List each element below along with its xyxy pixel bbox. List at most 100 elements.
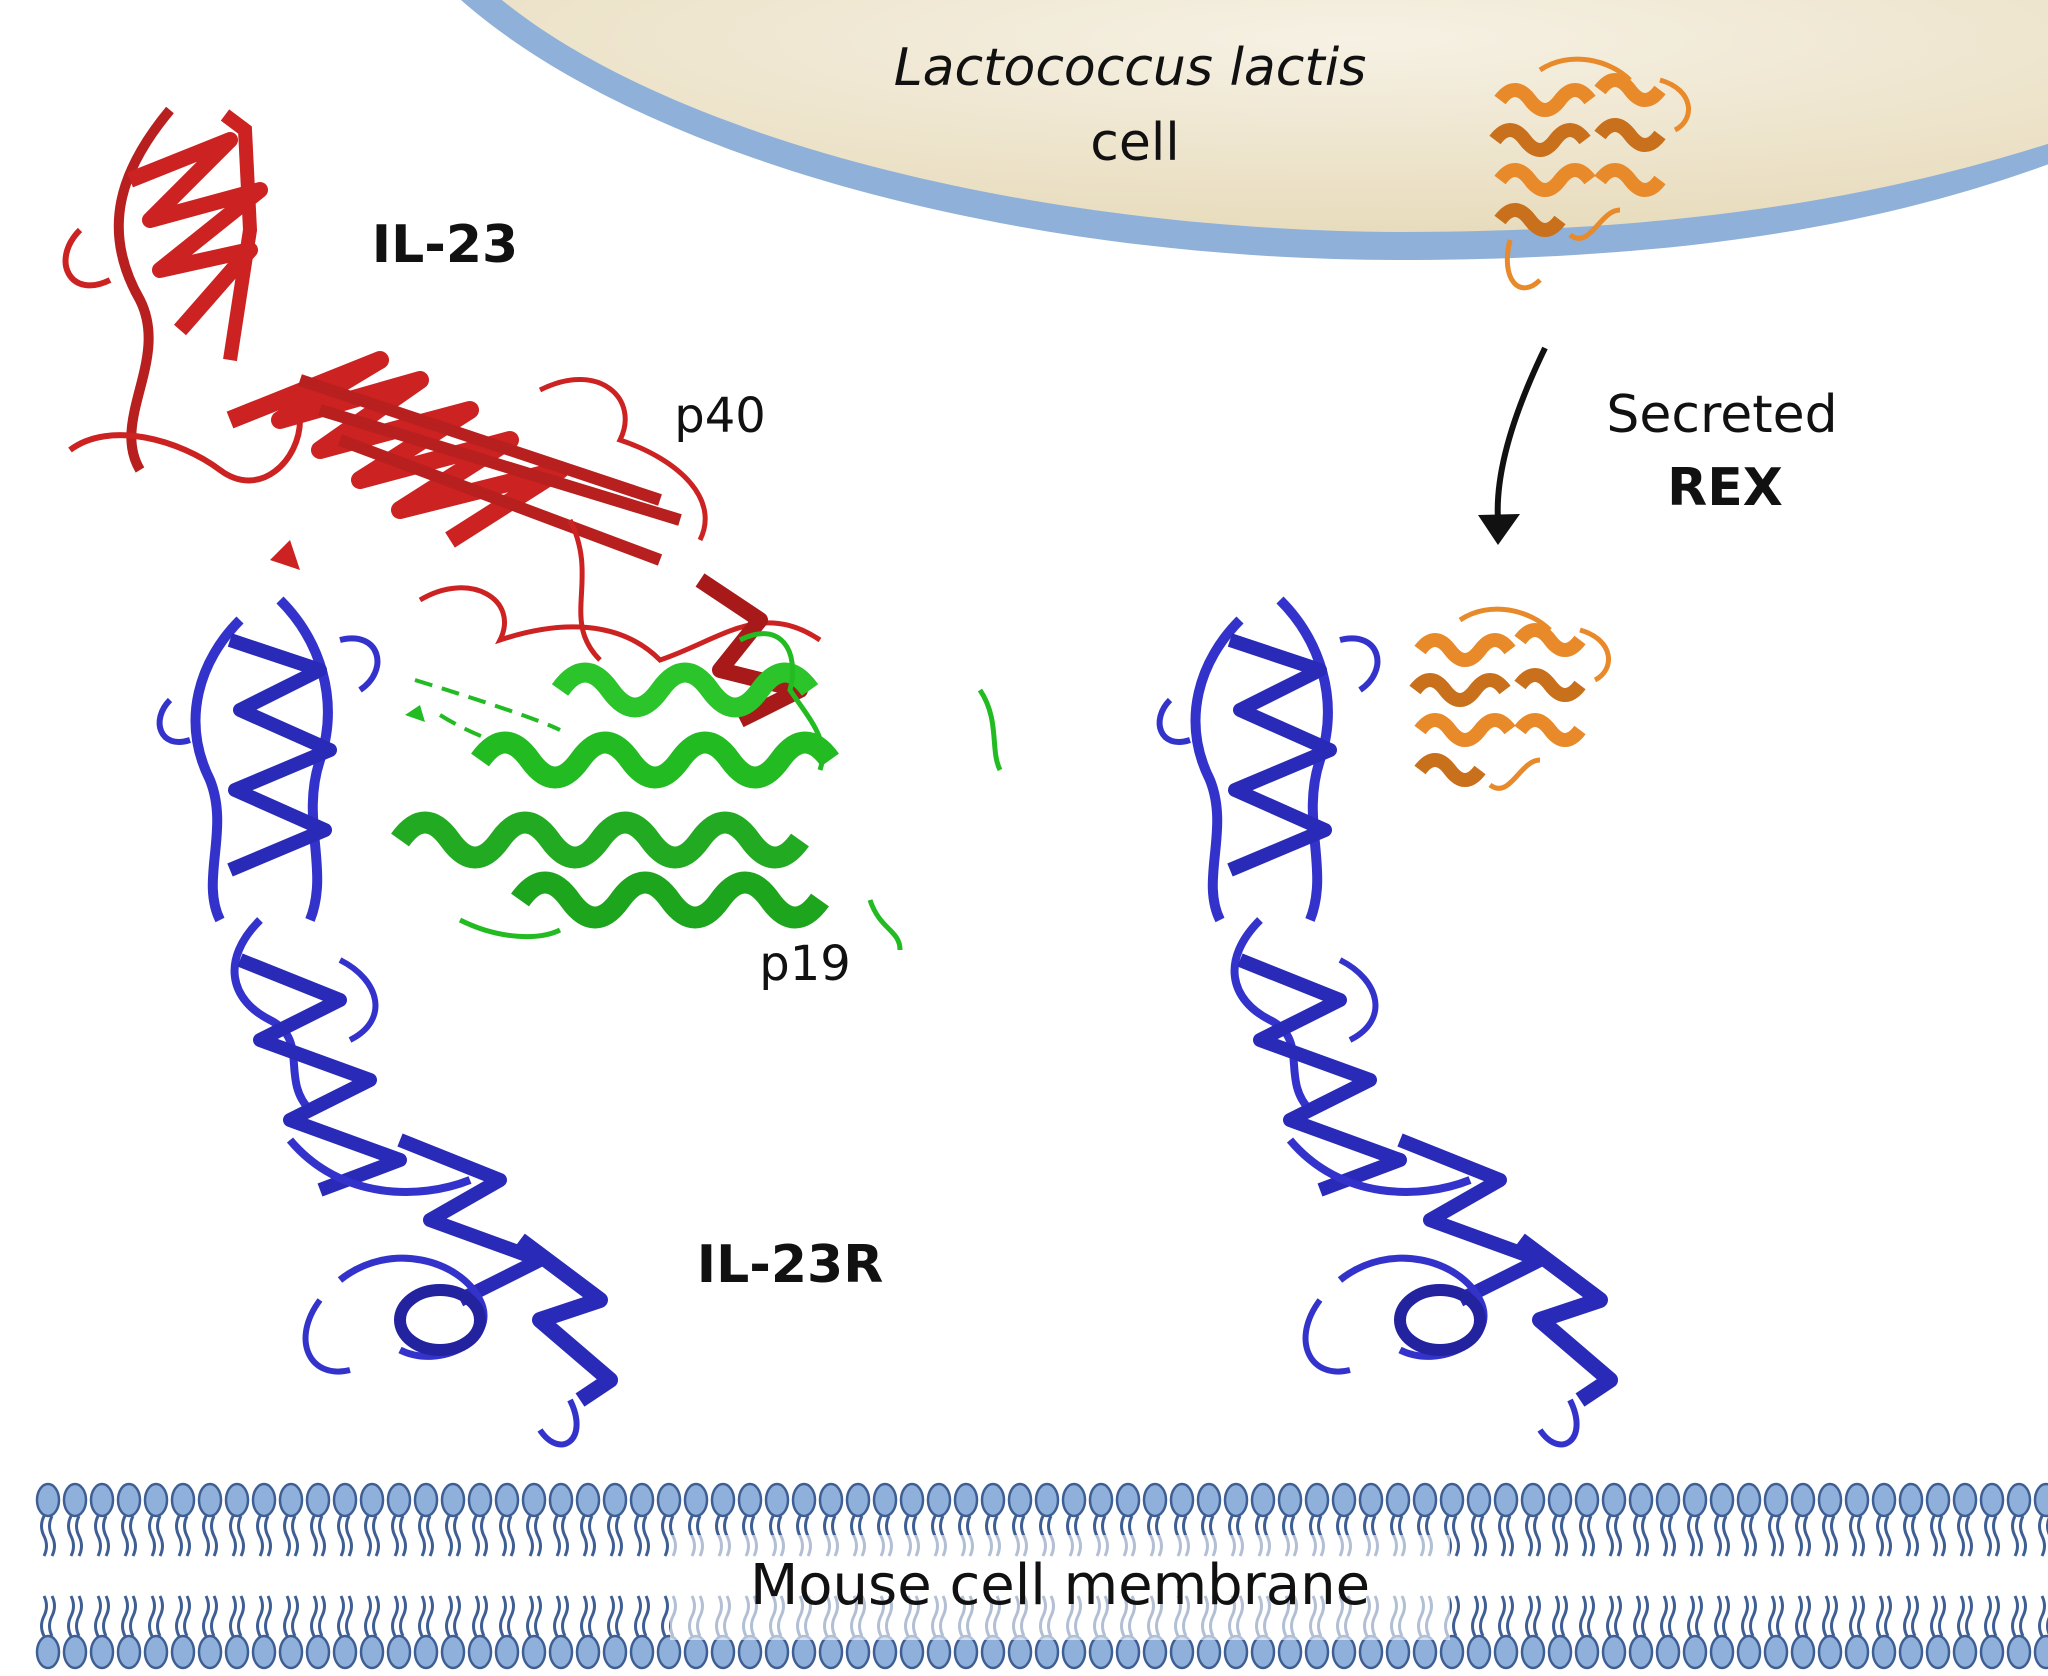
lipid-head-outer: [413, 1482, 439, 1558]
lipid-head-outer: [2033, 1482, 2048, 1558]
rex-structure-icon: [1495, 59, 1689, 291]
lipid-head-outer: [143, 1482, 169, 1558]
lipid-head-outer: [278, 1482, 304, 1558]
lipid-head-inner: [116, 1594, 142, 1670]
lipid-head-outer: [170, 1482, 196, 1558]
lipid-head-outer: [575, 1482, 601, 1558]
lipid-head-outer: [197, 1482, 223, 1558]
lipid-head-outer: [1979, 1482, 2005, 1558]
lipid-head-inner: [1979, 1594, 2005, 1670]
lipid-head-inner: [1790, 1594, 1816, 1670]
lipid-head-inner: [521, 1594, 547, 1670]
lipid-head-inner: [629, 1594, 655, 1670]
lipid-head-inner: [224, 1594, 250, 1670]
lipid-head-inner: [62, 1594, 88, 1670]
lipid-head-outer: [359, 1482, 385, 1558]
lipid-head-outer: [602, 1482, 628, 1558]
lipid-head-inner: [1763, 1594, 1789, 1670]
lipid-head-outer: [1547, 1482, 1573, 1558]
il23r-label: IL-23R: [697, 1235, 883, 1295]
lipid-head-inner: [1952, 1594, 1978, 1670]
lipid-head-outer: [1898, 1482, 1924, 1558]
lipid-head-inner: [440, 1594, 466, 1670]
lipid-head-inner: [2033, 1594, 2048, 1670]
lipid-head-outer: [494, 1482, 520, 1558]
lipid-head-inner: [575, 1594, 601, 1670]
lipid-head-outer: [1925, 1482, 1951, 1558]
lipid-head-outer: [1736, 1482, 1762, 1558]
il23-p40-structure-icon: [62, 106, 822, 728]
lipid-head-outer: [224, 1482, 250, 1558]
secreted-label: Secreted: [1606, 385, 1837, 445]
membrane-label: Mouse cell membrane: [750, 1553, 1370, 1618]
lipid-head-outer: [1763, 1482, 1789, 1558]
il23r-structure-icon: [160, 600, 610, 1444]
p19-label: p19: [759, 936, 851, 992]
lipid-head-outer: [1601, 1482, 1627, 1558]
lipid-head-inner: [1736, 1594, 1762, 1670]
lipid-head-inner: [1466, 1594, 1492, 1670]
lipid-head-inner: [602, 1594, 628, 1670]
lipid-head-inner: [494, 1594, 520, 1670]
lipid-head-outer: [548, 1482, 574, 1558]
lipid-head-inner: [1655, 1594, 1681, 1670]
lipid-head-inner: [413, 1594, 439, 1670]
lipid-head-inner: [386, 1594, 412, 1670]
lipid-head-outer: [386, 1482, 412, 1558]
lipid-head-inner: [1682, 1594, 1708, 1670]
lipid-head-inner: [2006, 1594, 2032, 1670]
lipid-head-inner: [1601, 1594, 1627, 1670]
lipid-head-inner: [305, 1594, 331, 1670]
lipid-head-inner: [1844, 1594, 1870, 1670]
rex-label: REX: [1667, 458, 1783, 518]
lipid-head-inner: [1493, 1594, 1519, 1670]
lipid-head-outer: [1790, 1482, 1816, 1558]
lipid-head-inner: [197, 1594, 223, 1670]
membrane-label-backdrop: [670, 1535, 1450, 1640]
lipid-head-outer: [440, 1482, 466, 1558]
cell-word-label: cell: [1090, 113, 1179, 173]
lipid-head-outer: [1574, 1482, 1600, 1558]
lipid-head-outer: [1871, 1482, 1897, 1558]
lipid-head-inner: [1520, 1594, 1546, 1670]
lipid-head-outer: [629, 1482, 655, 1558]
lipid-head-outer: [1844, 1482, 1870, 1558]
lipid-head-outer: [1520, 1482, 1546, 1558]
lipid-head-inner: [1628, 1594, 1654, 1670]
lipid-head-inner: [1574, 1594, 1600, 1670]
lipid-head-outer: [1952, 1482, 1978, 1558]
lipid-head-outer: [1655, 1482, 1681, 1558]
p40-label: p40: [674, 388, 766, 444]
lipid-head-inner: [170, 1594, 196, 1670]
lipid-head-outer: [1493, 1482, 1519, 1558]
lipid-head-inner: [1817, 1594, 1843, 1670]
lipid-head-inner: [251, 1594, 277, 1670]
lipid-head-inner: [467, 1594, 493, 1670]
lipid-head-outer: [62, 1482, 88, 1558]
lipid-head-inner: [1871, 1594, 1897, 1670]
rex-bound-structure-icon: [1415, 609, 1609, 788]
lipid-head-inner: [1709, 1594, 1735, 1670]
lipid-head-outer: [521, 1482, 547, 1558]
secretion-arrow-icon: [1478, 346, 1548, 545]
lipid-head-inner: [143, 1594, 169, 1670]
lactococcus-cell: Lactococcus lactis cell: [461, 0, 2048, 260]
lipid-head-outer: [116, 1482, 142, 1558]
lipid-head-outer: [1466, 1482, 1492, 1558]
lipid-head-inner: [1547, 1594, 1573, 1670]
lipid-head-outer: [467, 1482, 493, 1558]
lipid-head-outer: [305, 1482, 331, 1558]
lipid-head-inner: [1925, 1594, 1951, 1670]
lipid-head-outer: [1817, 1482, 1843, 1558]
lipid-head-outer: [1628, 1482, 1654, 1558]
lipid-head-outer: [89, 1482, 115, 1558]
lipid-head-outer: [332, 1482, 358, 1558]
il23-p19-structure-icon: [391, 631, 1003, 951]
lipid-head-inner: [89, 1594, 115, 1670]
cell-name-label: Lactococcus lactis: [894, 38, 1367, 98]
lipid-head-outer: [1682, 1482, 1708, 1558]
lipid-head-outer: [35, 1482, 61, 1558]
lipid-head-outer: [251, 1482, 277, 1558]
lipid-head-inner: [359, 1594, 385, 1670]
